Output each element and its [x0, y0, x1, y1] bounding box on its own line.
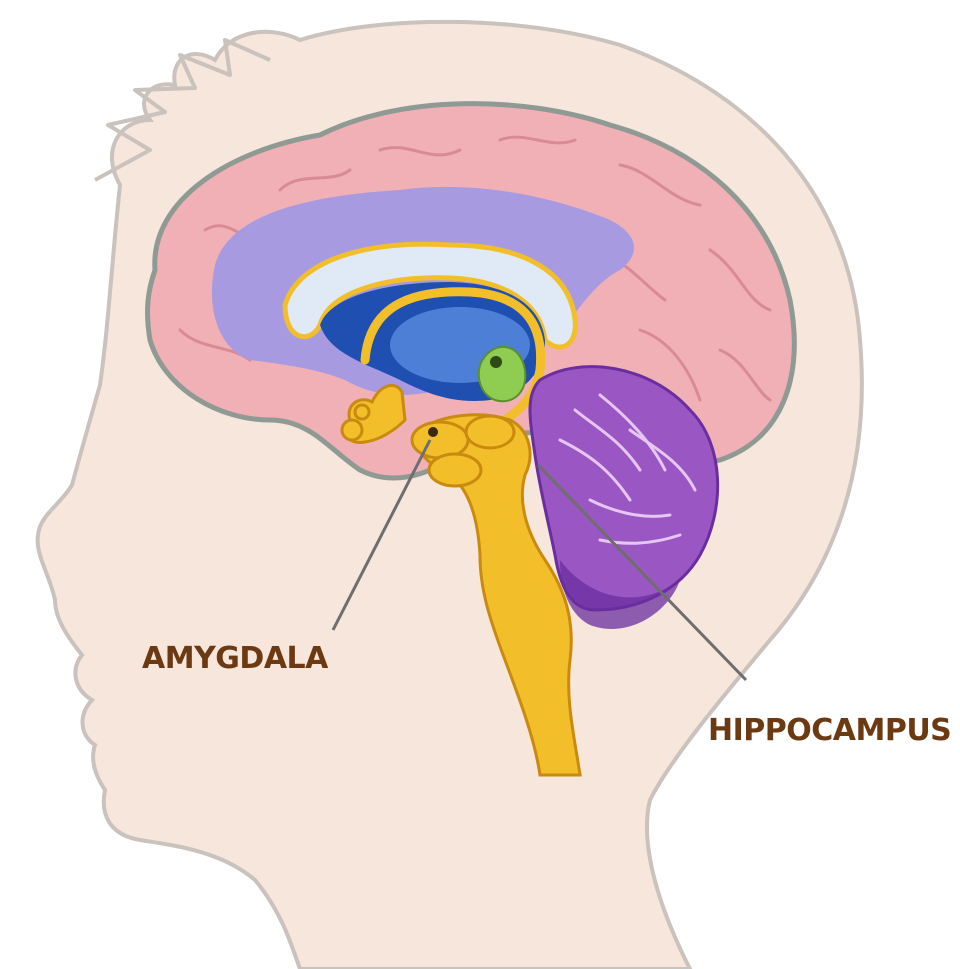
green-nucleus-dot — [490, 356, 502, 368]
green-nucleus — [479, 347, 526, 401]
hippocampus-label: HIPPOCAMPUS — [708, 713, 951, 748]
amygdala-dot — [428, 427, 438, 437]
amygdala-label: AMYGDALA — [142, 641, 329, 676]
